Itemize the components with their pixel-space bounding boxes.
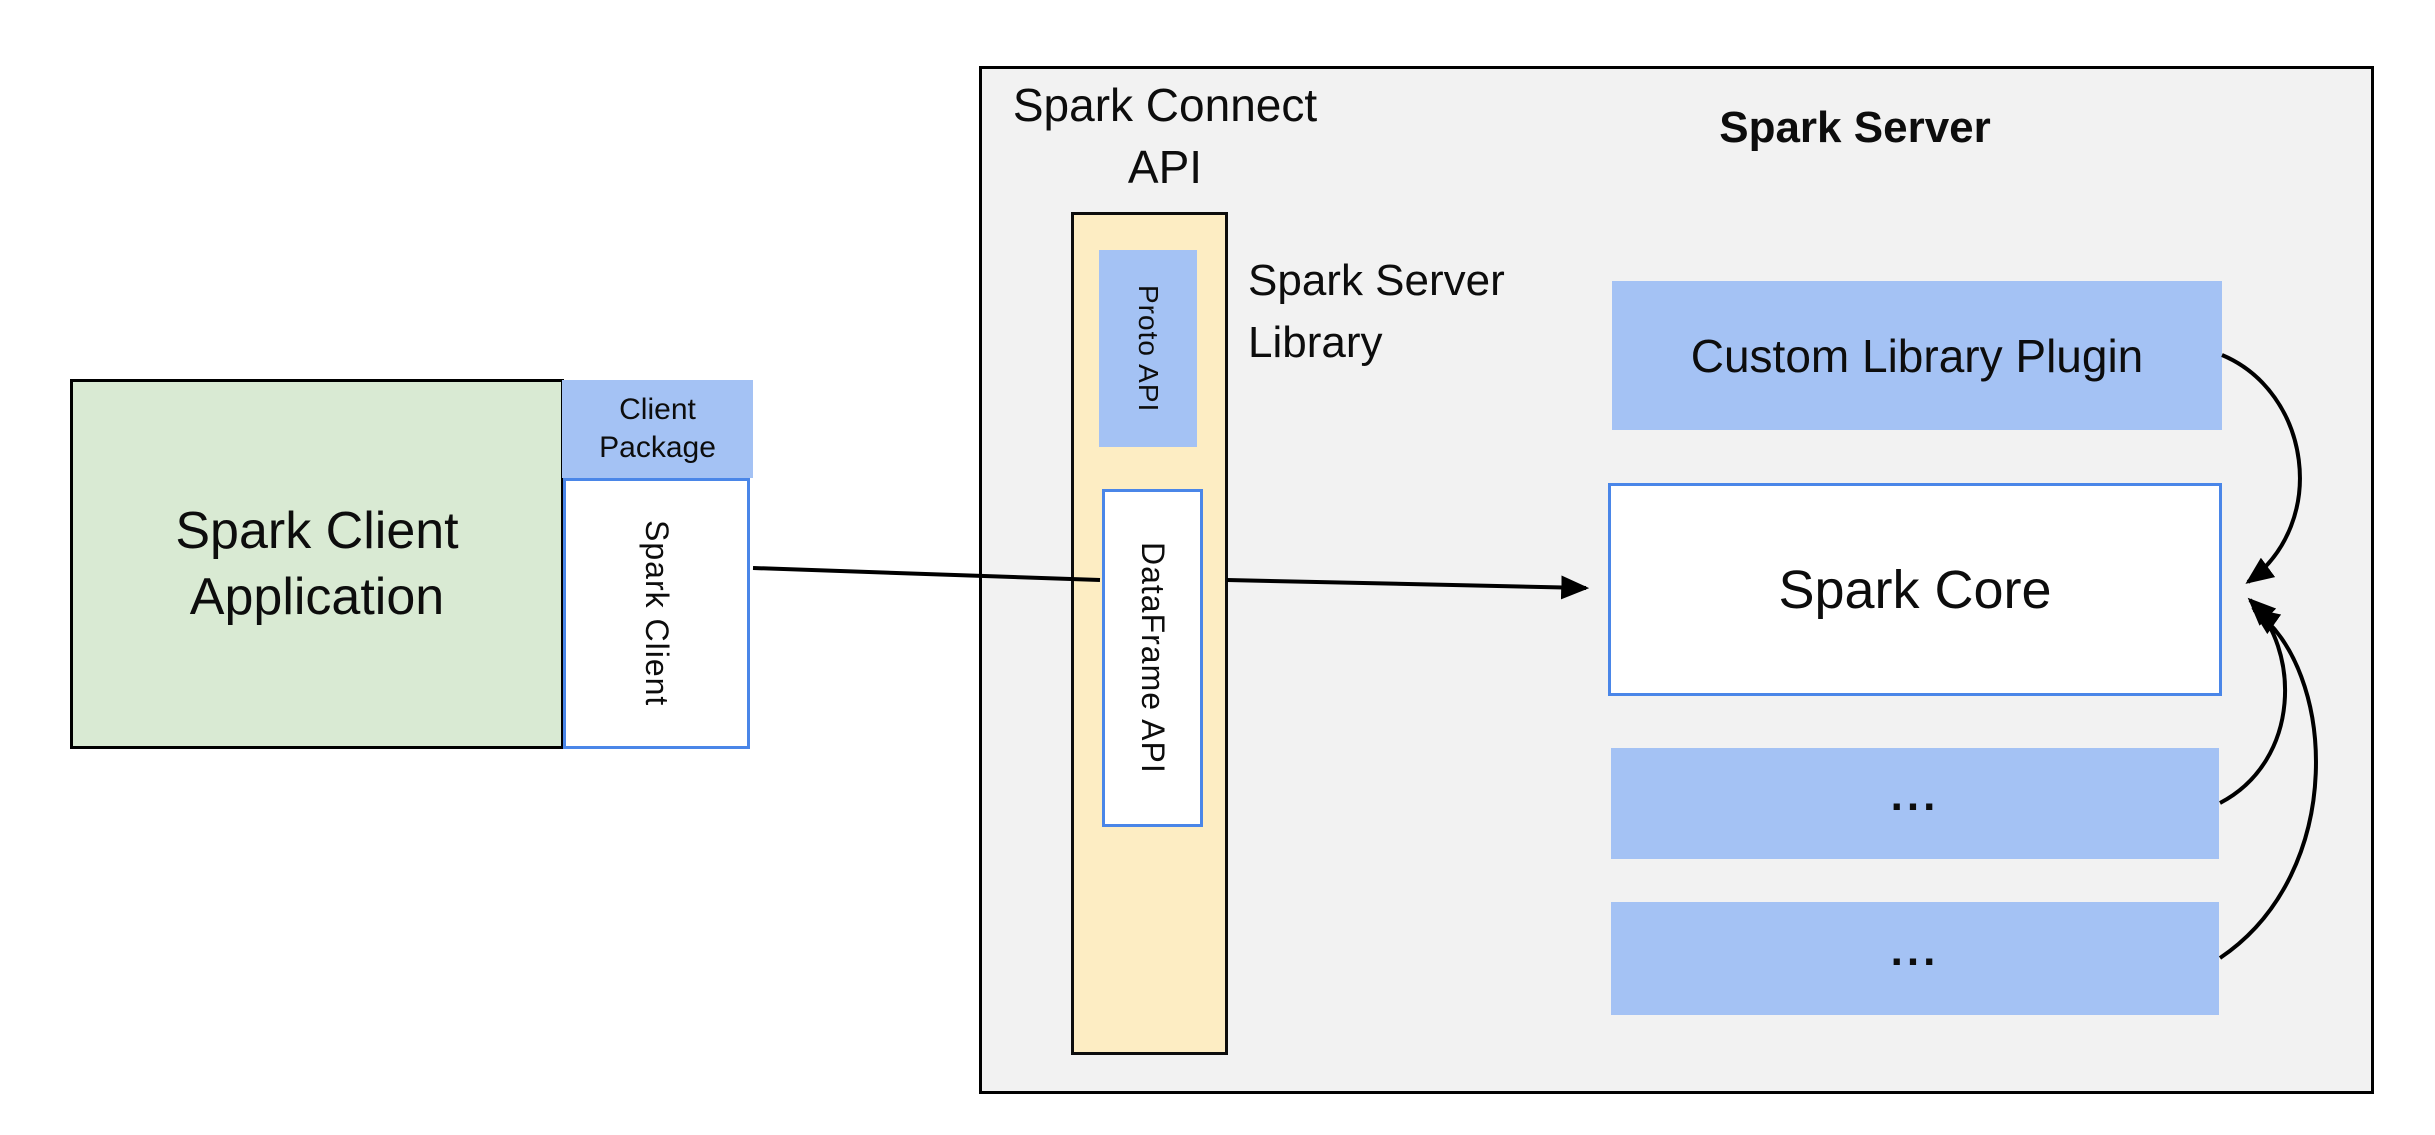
server-module-placeholder-label-1: ... xyxy=(1890,770,1940,820)
custom-library-plugin-box: Custom Library Plugin xyxy=(1612,281,2222,430)
server-module-placeholder-label-2: ... xyxy=(1890,925,1940,975)
spark-connect-api-title: Spark Connect API xyxy=(960,74,1370,198)
dataframe-api-box: DataFrame API xyxy=(1102,489,1203,827)
spark-server-title: Spark Server xyxy=(1719,103,1991,152)
spark-connect-api-title-line2: API xyxy=(1127,141,1203,193)
spark-client-box: Spark Client xyxy=(563,478,750,749)
custom-library-plugin-label: Custom Library Plugin xyxy=(1690,329,2144,382)
spark-connect-api-title-line1: Spark Connect xyxy=(1012,79,1318,131)
client-package-label-line1: Client xyxy=(619,393,696,426)
spark-client-label: Spark Client xyxy=(639,520,675,707)
spark-server-library-label: Spark Server Library xyxy=(1248,250,1578,374)
spark-client-application-label-line2: Application xyxy=(189,568,445,626)
spark-client-application-box: Spark Client Application xyxy=(70,379,564,749)
server-module-placeholder-box-1: ... xyxy=(1611,748,2219,859)
spark-client-application-label-line1: Spark Client xyxy=(175,502,459,560)
spark-server-library-label-line2: Library xyxy=(1248,318,1383,367)
client-package-box: Client Package xyxy=(562,380,753,478)
server-module-placeholder-box-2: ... xyxy=(1611,902,2219,1015)
proto-api-box: Proto API xyxy=(1099,250,1197,447)
spark-server-library-label-line1: Spark Server xyxy=(1248,256,1505,305)
proto-api-label: Proto API xyxy=(1133,284,1164,413)
spark-core-box: Spark Core xyxy=(1608,483,2222,696)
dataframe-api-label: DataFrame API xyxy=(1135,542,1171,774)
client-package-label-line2: Package xyxy=(599,431,716,464)
spark-client-application-label: Spark Client Application xyxy=(175,498,458,630)
spark-core-label: Spark Core xyxy=(1778,559,2052,620)
